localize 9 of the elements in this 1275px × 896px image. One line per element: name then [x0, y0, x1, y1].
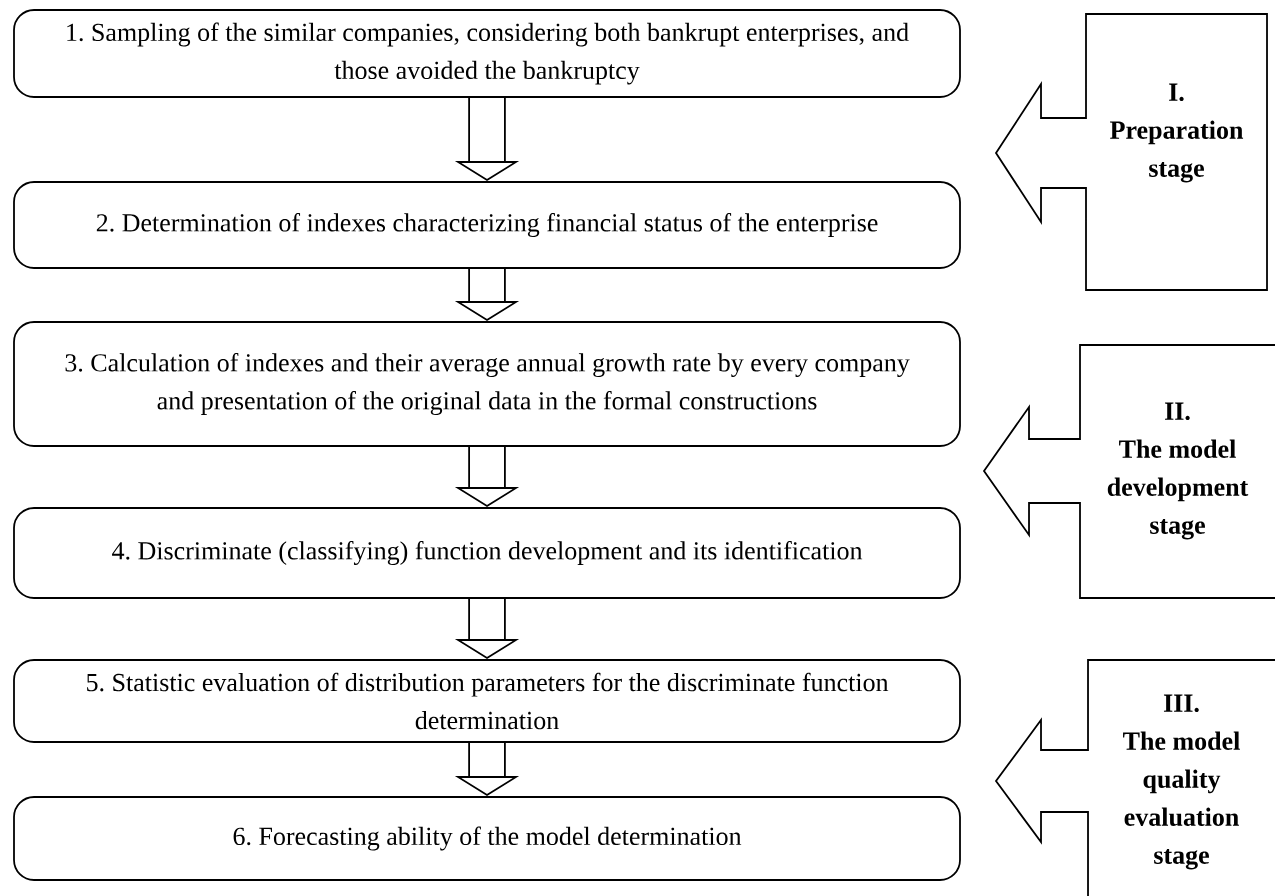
stage-arrow-callout: I. Preparation stage	[994, 13, 1268, 291]
stage-arrow-callout: II. The model development stage	[982, 344, 1275, 599]
process-box: 4. Discriminate (classifying) function development and its identification	[13, 507, 961, 599]
stage-arrow-callout: III. The model quality evaluation stage	[994, 659, 1275, 896]
process-box: 3. Calculation of indexes and their average annual growth rate by every company and presentation of the original data in the formal constructions	[13, 321, 961, 447]
process-box: 2. Determination of indexes characterizing financial status of the enterprise	[13, 181, 961, 269]
process-box: 1. Sampling of the similar companies, considering both bankrupt enterprises, and those avoided the bankruptcy	[13, 9, 961, 98]
process-box: 5. Statistic evaluation of distribution parameters for the discriminate function determination	[13, 659, 961, 743]
process-box: 6. Forecasting ability of the model determination	[13, 796, 961, 881]
